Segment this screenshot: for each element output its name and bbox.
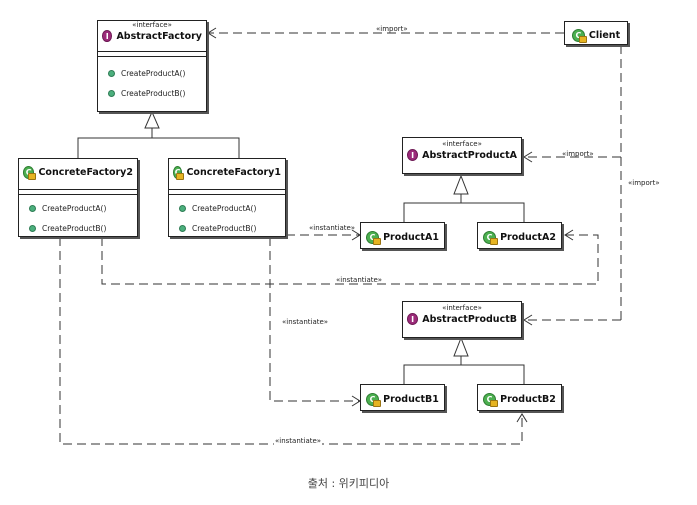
- import-arrowhead-factory: [207, 27, 217, 39]
- class-icon: C: [483, 231, 499, 245]
- class-icon: C: [366, 231, 382, 245]
- attributes-compartment: [169, 189, 285, 194]
- abstract-product-b-node[interactable]: «interface» I AbstractProductB: [402, 301, 522, 338]
- class-icon: C: [23, 165, 38, 180]
- stereotype-label: «interface»: [442, 140, 482, 148]
- operation-label: CreateProductB(): [192, 223, 257, 233]
- operation-icon: [29, 224, 36, 232]
- class-icon: C: [366, 393, 382, 407]
- generalization-product-b: [403, 364, 525, 384]
- operation-label: CreateProductA(): [121, 68, 186, 78]
- operation-item: CreateProductA(): [108, 63, 206, 83]
- concrete-factory1-node[interactable]: C ConcreteFactory1 CreateProductA() Crea…: [168, 158, 286, 237]
- operation-item: CreateProductA(): [29, 198, 137, 218]
- abstract-product-a-node[interactable]: «interface» I AbstractProductA: [402, 137, 522, 174]
- operation-item: CreateProductB(): [29, 218, 137, 238]
- stereotype-label: «interface»: [132, 21, 172, 29]
- stereotype-label: «interface»: [442, 304, 482, 312]
- generalization-product-a: [403, 202, 525, 222]
- operation-label: CreateProductB(): [121, 88, 186, 98]
- operation-label: CreateProductA(): [192, 203, 257, 213]
- generalization-triangle-product-a: [453, 174, 469, 195]
- operation-icon: [29, 204, 36, 212]
- node-name: ConcreteFactory1: [186, 166, 281, 178]
- operation-icon: [108, 89, 115, 97]
- operation-icon: [179, 204, 186, 212]
- operation-item: CreateProductB(): [179, 218, 285, 238]
- node-name: ProductB1: [383, 394, 439, 405]
- interface-icon: I: [407, 313, 419, 325]
- operation-item: CreateProductB(): [108, 83, 206, 103]
- node-name: ProductA2: [500, 232, 556, 243]
- import-label-product-b: «import»: [628, 179, 660, 187]
- generalization-triangle-factory: [144, 110, 160, 129]
- class-icon: C: [483, 393, 499, 407]
- operations-compartment: CreateProductA() CreateProductB(): [19, 194, 137, 242]
- node-name: Client: [588, 29, 621, 41]
- import-arrowhead-product-a: [523, 151, 533, 163]
- instantiate-connector-a2: [101, 234, 599, 285]
- generalization-factory2: [77, 137, 240, 158]
- product-b2-node[interactable]: C ProductB2: [477, 384, 562, 411]
- instantiate-label-a1: «instantiate»: [309, 224, 356, 232]
- product-a1-node[interactable]: C ProductA1: [360, 222, 445, 249]
- operation-label: CreateProductB(): [42, 223, 107, 233]
- node-name: ProductB2: [500, 394, 556, 405]
- operations-compartment: CreateProductA() CreateProductB(): [98, 56, 206, 107]
- generalization-triangle-product-b: [453, 336, 469, 357]
- interface-icon: I: [102, 30, 113, 42]
- interface-icon: I: [407, 149, 419, 161]
- import-label-factory: «import»: [376, 25, 408, 33]
- operation-item: CreateProductA(): [179, 198, 285, 218]
- product-b1-node[interactable]: C ProductB1: [360, 384, 445, 411]
- node-name: ConcreteFactory2: [38, 166, 133, 178]
- attributes-compartment: [19, 189, 137, 194]
- operation-label: CreateProductA(): [42, 203, 107, 213]
- operation-icon: [179, 224, 186, 232]
- instantiate-arrowhead-b2: [516, 413, 528, 423]
- client-node[interactable]: C Client: [564, 21, 628, 45]
- instantiate-connector-b1: [269, 237, 360, 402]
- operations-compartment: CreateProductA() CreateProductB(): [169, 194, 285, 242]
- instantiate-label-b1: «instantiate»: [282, 318, 329, 326]
- operation-icon: [108, 69, 115, 77]
- instantiate-arrowhead-a2: [564, 229, 574, 241]
- source-caption: 출처 : 위키피디아: [307, 477, 390, 490]
- node-name: AbstractFactory: [116, 30, 202, 42]
- import-label-product-a: «import»: [562, 150, 594, 158]
- instantiate-label-a2: «instantiate»: [336, 276, 383, 284]
- concrete-factory2-node[interactable]: C ConcreteFactory2 CreateProductA() Crea…: [18, 158, 138, 237]
- instantiate-connector-b2: [59, 237, 523, 445]
- product-a2-node[interactable]: C ProductA2: [477, 222, 562, 249]
- class-icon: C: [173, 165, 186, 180]
- abstract-factory-node[interactable]: «interface» I AbstractFactory CreateProd…: [97, 20, 207, 112]
- instantiate-label-b2: «instantiate»: [274, 437, 323, 445]
- attributes-compartment: [98, 51, 206, 56]
- node-name: AbstractProductA: [422, 149, 517, 161]
- node-name: ProductA1: [383, 232, 439, 243]
- node-name: AbstractProductB: [422, 313, 517, 325]
- class-icon: C: [571, 28, 587, 43]
- import-arrowhead-product-b: [523, 314, 533, 326]
